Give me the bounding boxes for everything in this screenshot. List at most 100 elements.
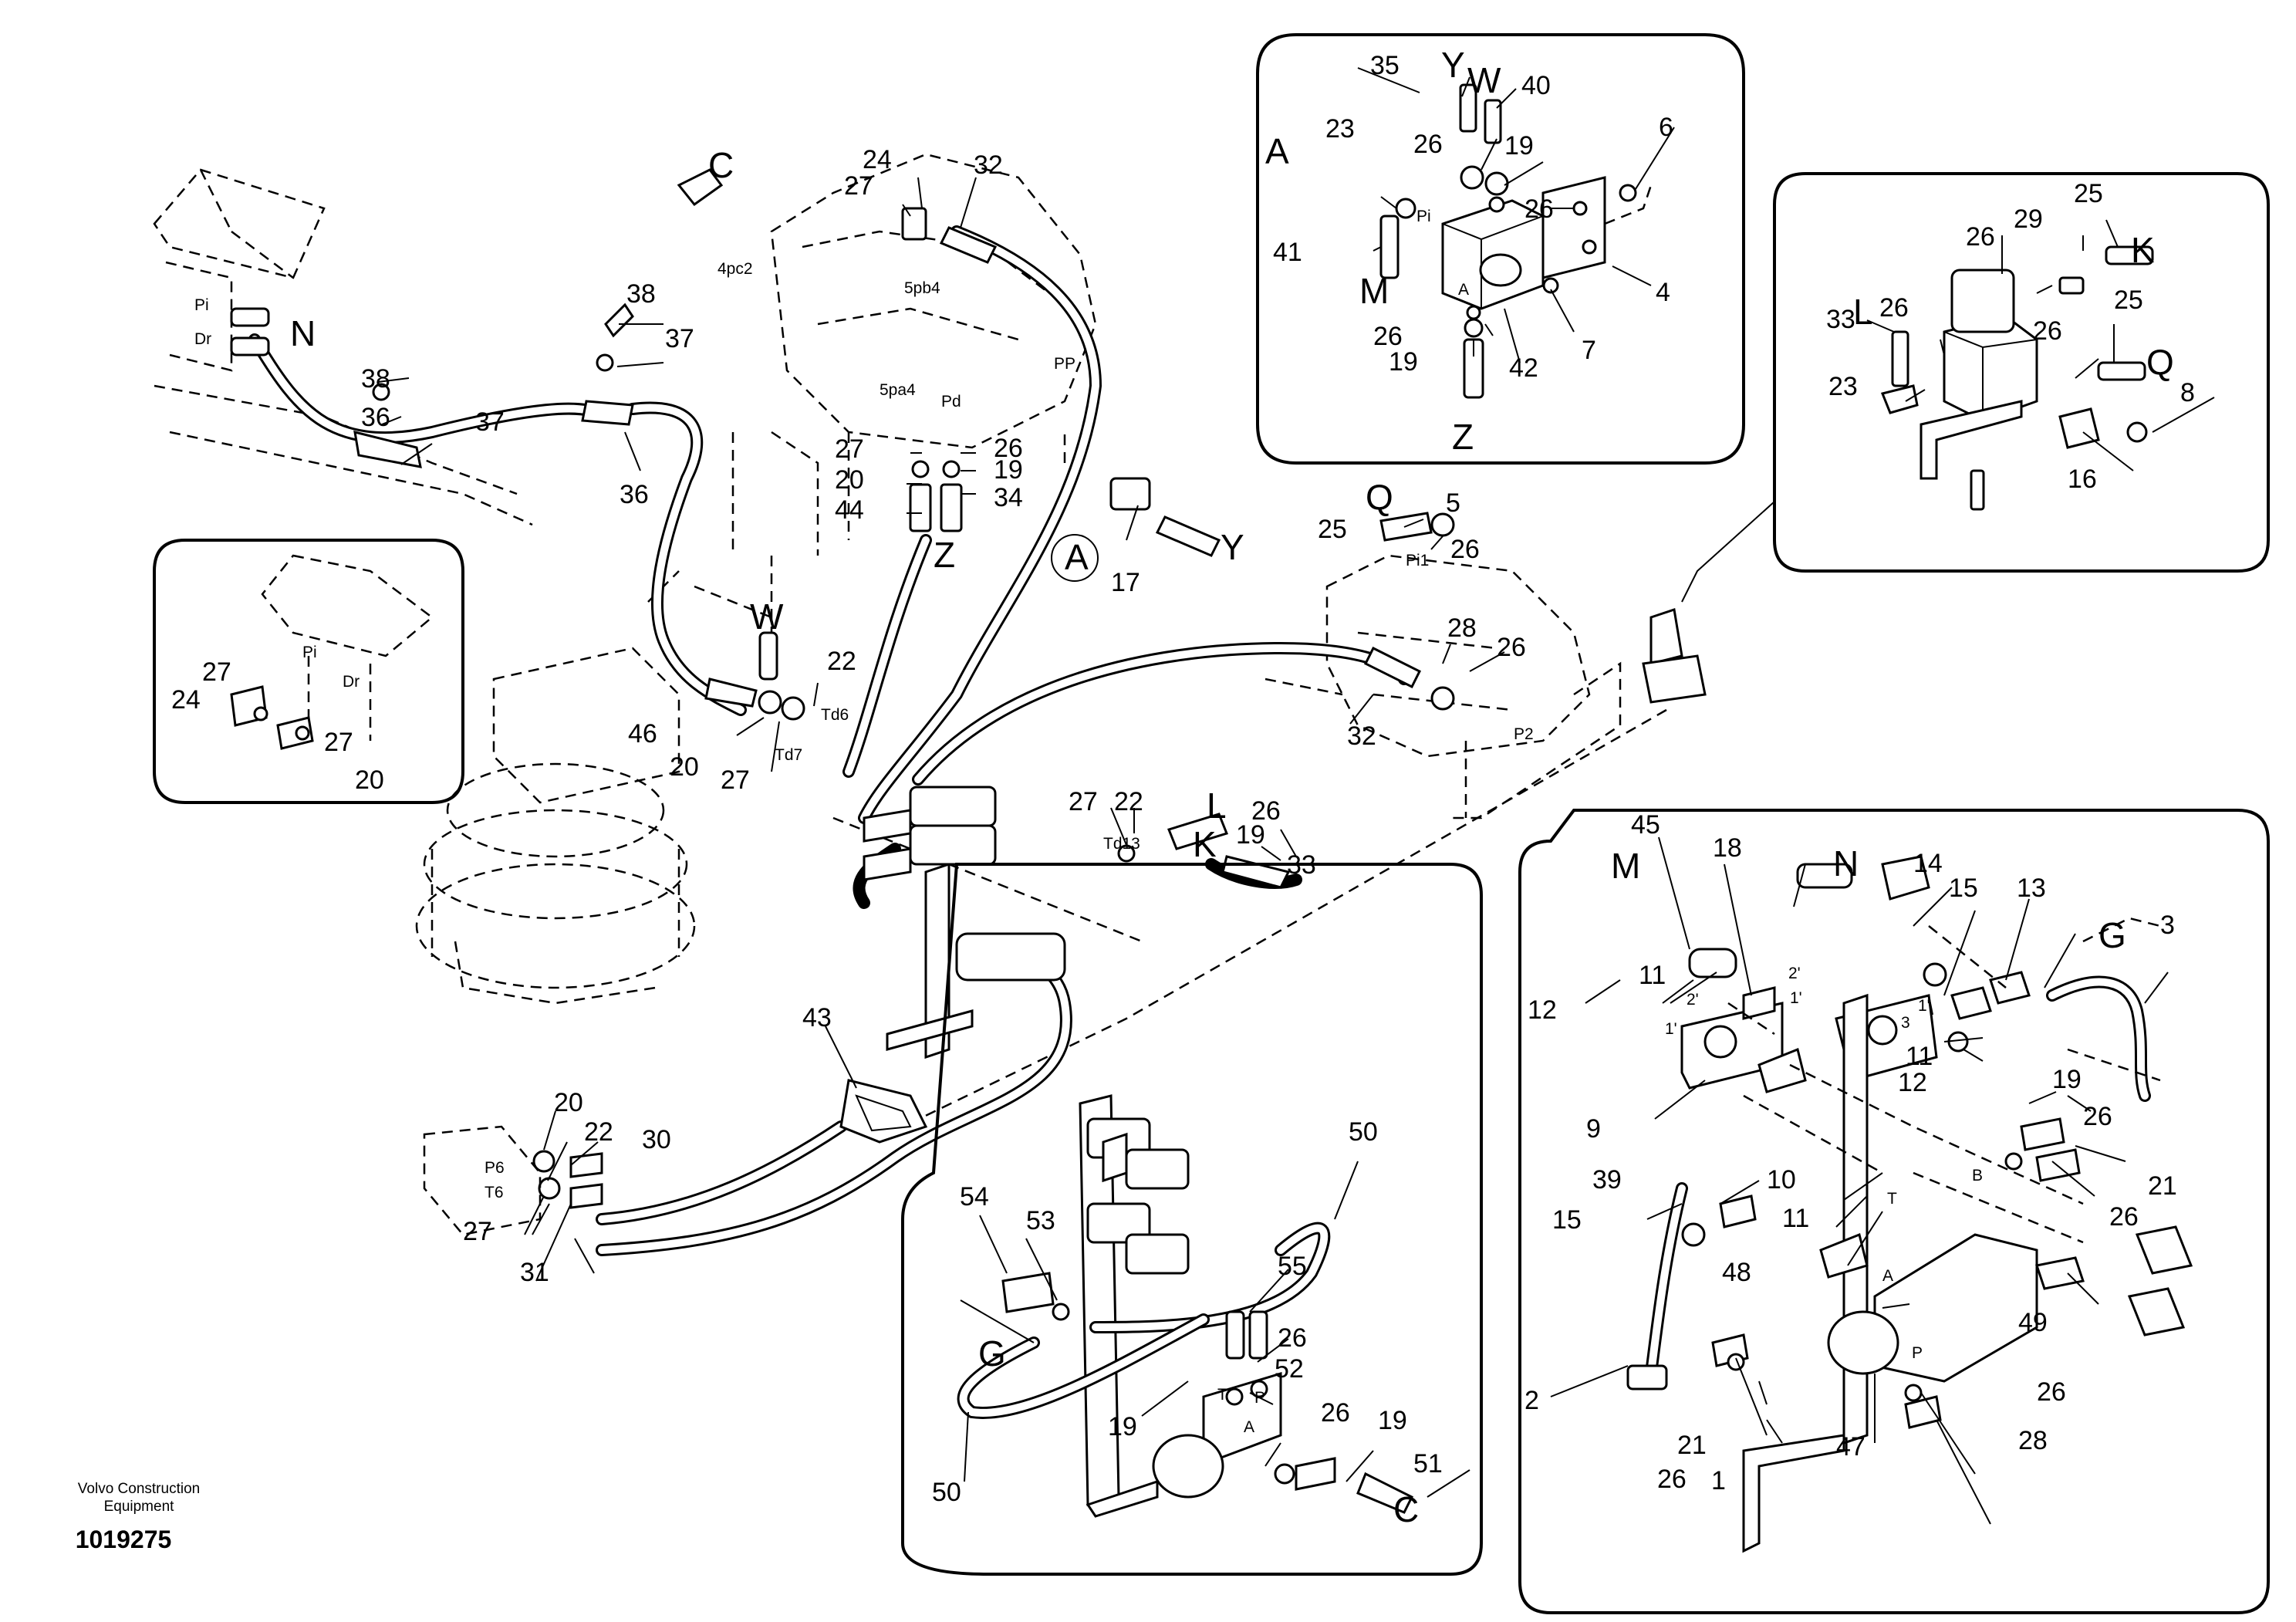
detail-panel-top-right — [1642, 172, 2270, 704]
callout-32-top: 32 — [974, 150, 1003, 180]
port-p2: P2 — [1514, 725, 1534, 743]
callout-49: 49 — [2018, 1308, 2048, 1337]
callout-50-bottom: 50 — [932, 1478, 961, 1507]
port-pi: Pi — [194, 296, 209, 314]
callout-47: 47 — [1836, 1432, 1866, 1461]
callout-9: 9 — [1586, 1114, 1601, 1144]
callout-31: 31 — [520, 1258, 549, 1287]
port-a-bc: A — [1244, 1418, 1254, 1436]
callout-11-a: 11 — [1639, 961, 1666, 990]
swing-motor-outline — [415, 647, 696, 1005]
callout-12: 12 — [1528, 995, 1557, 1025]
callout-34: 34 — [994, 483, 1023, 512]
port-p6: P6 — [485, 1159, 505, 1177]
callout-22-bl: 22 — [584, 1117, 613, 1147]
callout-44: 44 — [835, 495, 864, 525]
port-3: 3 — [1901, 1014, 1910, 1032]
valve-bracket-center — [863, 786, 1066, 1059]
port-1-b: 1' — [1790, 989, 1802, 1007]
callout-26-td: 26 — [1251, 796, 1281, 826]
callout-19-bc: 19 — [1108, 1412, 1137, 1441]
callout-39: 39 — [1592, 1165, 1622, 1195]
callout-29: 29 — [2014, 204, 2043, 234]
callout-22: 22 — [827, 647, 856, 676]
letter-w: W — [750, 596, 784, 637]
callout-51: 51 — [1413, 1449, 1443, 1478]
callout-15-b: 15 — [1552, 1205, 1582, 1235]
callout-14: 14 — [1913, 849, 1943, 878]
callout-26-br3: 26 — [2037, 1377, 2066, 1407]
letter-q-tr: Q — [2146, 342, 2174, 382]
port-pi1: Pi1 — [1406, 552, 1429, 569]
callout-25-mid: 25 — [1318, 515, 1347, 544]
port-1-a: 1' — [1665, 1020, 1677, 1038]
callout-28-br: 28 — [2018, 1426, 2048, 1455]
connecting-dash-lines — [647, 432, 1667, 1136]
port-dr-left: Dr — [343, 673, 360, 691]
port-pi-left: Pi — [302, 644, 317, 661]
callout-41: 41 — [1273, 238, 1302, 267]
callout-38: 38 — [361, 364, 390, 394]
letter-q-mid: Q — [1366, 477, 1393, 517]
letter-n-cab: N — [290, 313, 316, 353]
callout-38b: 38 — [626, 279, 656, 309]
callout-26-br: 26 — [2083, 1102, 2112, 1131]
callout-5: 5 — [1446, 488, 1460, 518]
callout-33-tr: 33 — [1826, 305, 1855, 334]
callout-4: 4 — [1656, 278, 1670, 307]
port-td13: Td13 — [1103, 835, 1140, 853]
callout-20: 20 — [670, 752, 699, 782]
port-5pa4: 5pa4 — [880, 381, 916, 399]
callout-26-tr3: 26 — [2033, 316, 2062, 346]
letter-l-tr: L — [1853, 292, 1873, 332]
letter-z-panel: Z — [1452, 417, 1474, 457]
port-2-a: 2' — [1687, 991, 1699, 1009]
letter-c-top: C — [708, 145, 734, 185]
callout-17: 17 — [1111, 568, 1140, 597]
callout-19-bc2: 19 — [1378, 1406, 1407, 1435]
letter-y-panel: Y — [1441, 45, 1465, 85]
callout-45: 45 — [1631, 810, 1660, 840]
callout-30: 30 — [642, 1125, 671, 1154]
callout-26-bc: 26 — [1278, 1323, 1307, 1353]
callout-26-tr2: 26 — [1879, 293, 1909, 323]
callout-18: 18 — [1713, 833, 1742, 863]
callout-37b: 37 — [665, 324, 694, 353]
control-valve-outline — [731, 153, 1097, 664]
port-p-bc: P — [1254, 1389, 1265, 1407]
fittings-top-center — [677, 168, 1455, 889]
callout-15-a: 15 — [1949, 874, 1978, 903]
right-valve-outline — [1325, 554, 1622, 819]
callout-25-tr: 25 — [2074, 179, 2103, 208]
callout-43: 43 — [802, 1003, 832, 1032]
callout-32: 32 — [1347, 721, 1376, 751]
port-td7: Td7 — [775, 746, 802, 764]
callout-27-left: 27 — [202, 657, 231, 687]
callout-19-a2: 19 — [1389, 347, 1418, 377]
detail-panel-bottom-center — [901, 863, 1483, 1576]
callout-3: 3 — [2160, 911, 2175, 940]
port-dr: Dr — [194, 330, 211, 348]
callout-23-tr: 23 — [1828, 372, 1858, 401]
port-t6: T6 — [485, 1184, 504, 1201]
letter-m-panel: M — [1359, 271, 1389, 311]
letter-k-tr: K — [2131, 230, 2155, 270]
leader-lines — [377, 67, 2215, 1525]
callout-54: 54 — [960, 1182, 989, 1211]
callout-36: 36 — [361, 403, 390, 432]
letter-l-mid: L — [1207, 786, 1227, 826]
callout-42: 42 — [1509, 353, 1538, 383]
callout-36b: 36 — [620, 480, 649, 509]
callout-20-mid: 20 — [835, 465, 864, 495]
letter-w-panel: W — [1467, 60, 1501, 100]
callout-21-br: 21 — [2148, 1171, 2177, 1201]
callout-48: 48 — [1722, 1258, 1751, 1287]
port-1-c: 1' — [1918, 997, 1930, 1015]
letter-z-mid: Z — [934, 535, 955, 575]
callout-26-a: 26 — [1413, 130, 1443, 159]
callout-23-a: 23 — [1325, 114, 1355, 144]
callout-11-b: 11 — [1906, 1042, 1933, 1071]
port-pd: Pd — [941, 393, 961, 411]
callout-1: 1 — [1711, 1466, 1726, 1495]
callout-24-left: 24 — [171, 685, 201, 715]
